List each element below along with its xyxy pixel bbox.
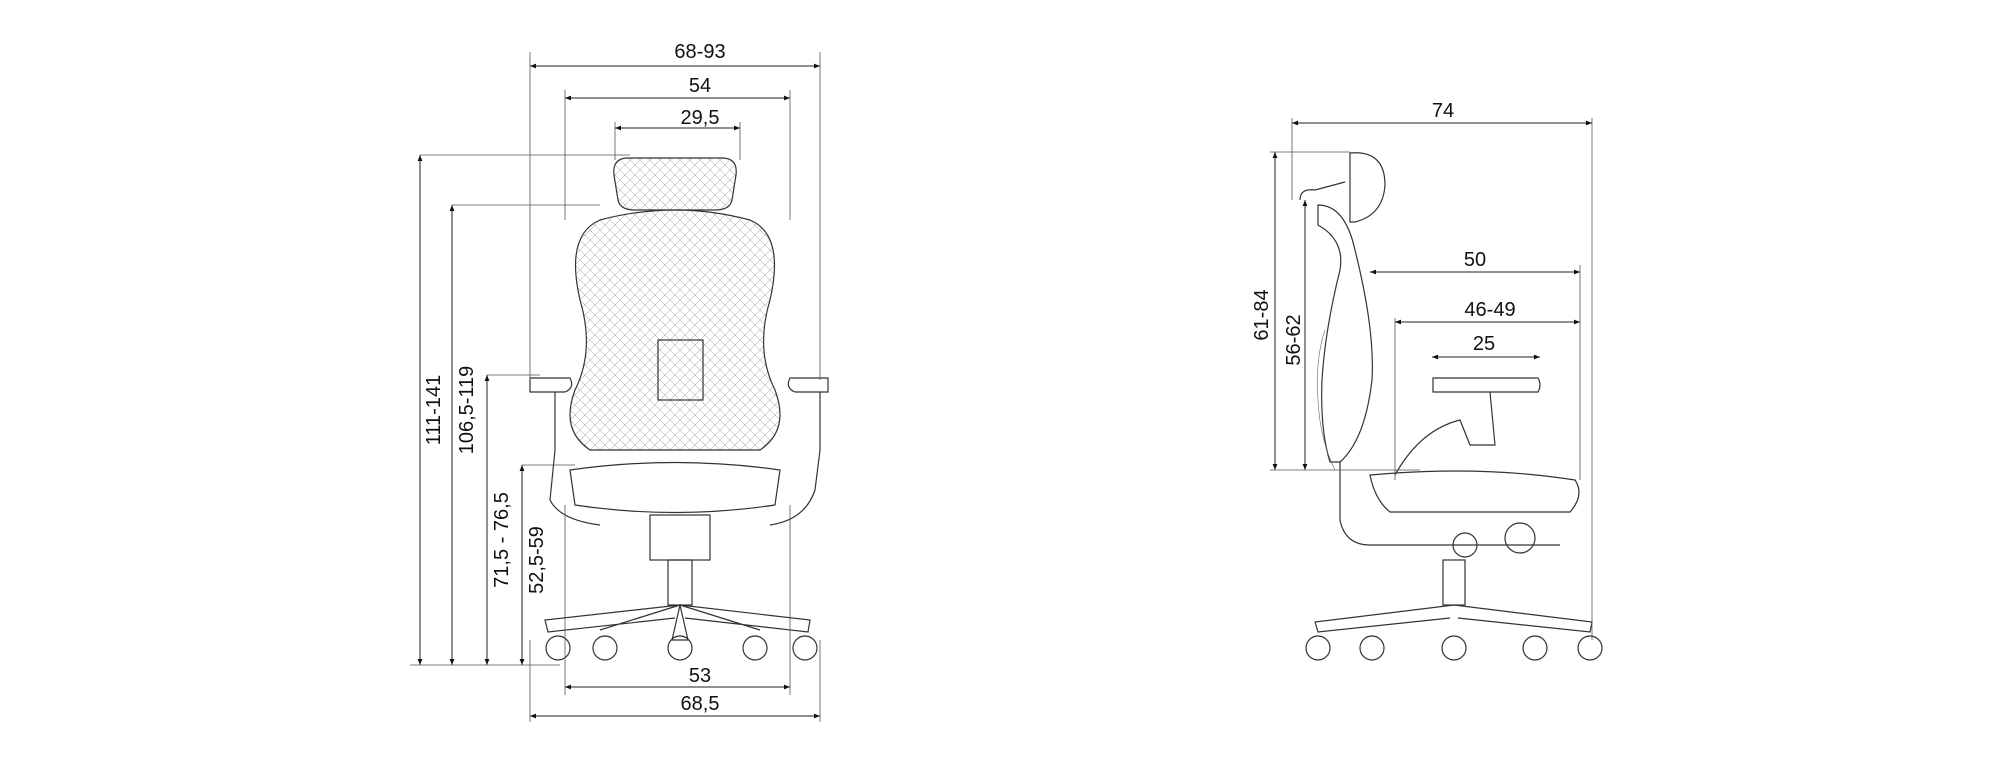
- dim-armrest-length: 25: [1473, 333, 1495, 355]
- side-view-dimensions: 74 61-84 56-62 50 46-49 25: [1251, 100, 1593, 640]
- backrest-frame-side: [1317, 329, 1336, 471]
- dim-base-width: 68,5: [681, 693, 720, 715]
- dim-seat-depth-overall: 50: [1464, 249, 1486, 271]
- seat-frame-side: [1339, 462, 1560, 546]
- gas-cylinder: [667, 559, 693, 606]
- headrest-side: [1299, 152, 1386, 223]
- base: [544, 604, 811, 641]
- dim-seat-height: 52,5-59: [526, 526, 548, 594]
- headrest: [613, 157, 737, 211]
- armrest-side: [1394, 377, 1541, 476]
- dim-headrest-width: 29,5: [681, 107, 720, 129]
- dim-backrest-height: 56-62: [1283, 314, 1305, 365]
- tilt-knob: [1504, 522, 1536, 554]
- dim-seat-depth-adjustable: 46-49: [1464, 299, 1515, 321]
- mechanism-knob: [1452, 532, 1478, 558]
- dim-height-backrest-top: 106,5-119: [456, 366, 478, 455]
- side-view-chair: [1299, 152, 1603, 661]
- casters: [545, 635, 818, 661]
- casters-side: [1305, 635, 1603, 661]
- gas-cylinder-side: [1442, 559, 1466, 606]
- seat: [569, 461, 781, 514]
- seat-side: [1369, 470, 1580, 513]
- dim-depth-overall: 74: [1432, 100, 1454, 122]
- dim-height-overall: 111-141: [423, 375, 445, 445]
- dim-seat-width: 53: [689, 665, 711, 687]
- front-view-dimensions: 68-93 54 29,5 111-141 106,5-119 71,5 - 7…: [410, 41, 821, 722]
- left-armrest: [529, 377, 601, 526]
- dim-width-overall-arms: 68-93: [674, 41, 725, 63]
- front-view-chair: [529, 157, 829, 661]
- right-armrest: [769, 377, 829, 526]
- base-side: [1314, 604, 1593, 633]
- dim-backrest-height-with-headrest: 61-84: [1251, 289, 1273, 340]
- dim-backrest-width: 54: [689, 75, 711, 97]
- backrest-side: [1317, 204, 1373, 463]
- dim-armrest-height: 71,5 - 76,5: [491, 492, 513, 588]
- mechanism: [649, 514, 711, 561]
- backrest: [569, 209, 781, 451]
- lumbar-support: [657, 339, 704, 401]
